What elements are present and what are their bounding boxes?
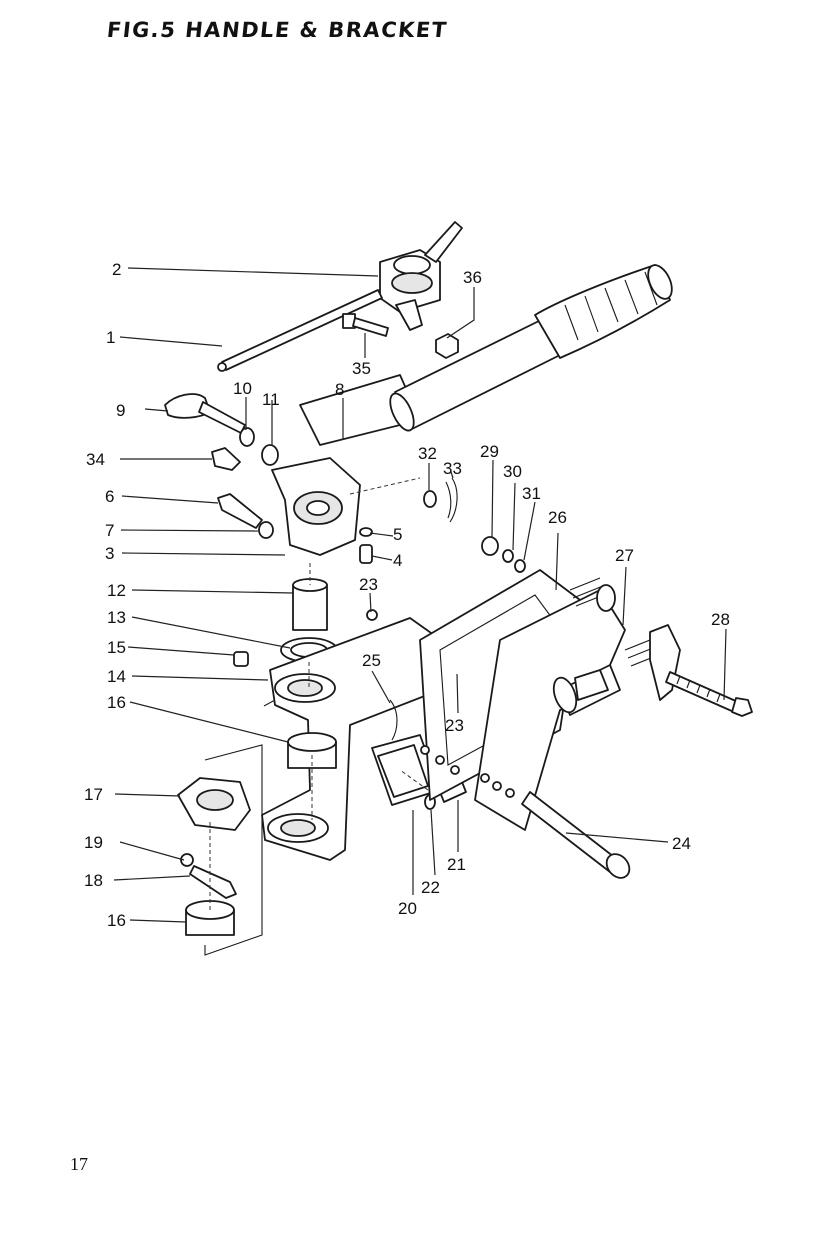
callout-2: 2 (112, 260, 121, 279)
callout-19: 19 (84, 833, 103, 852)
washer-32 (424, 491, 436, 507)
page-number: 17 (70, 1154, 88, 1175)
grease-nipple-23 (367, 610, 377, 620)
tiller-handle-tube (300, 261, 677, 445)
washer-31 (515, 560, 525, 572)
callout-7: 7 (105, 521, 114, 540)
callout-29: 29 (480, 442, 499, 461)
callout-23-lower: 23 (445, 716, 464, 735)
callout-28: 28 (711, 610, 730, 629)
callout-35: 35 (352, 359, 371, 378)
callout-6: 6 (105, 487, 114, 506)
steering-clamp (178, 778, 250, 830)
callout-16: 16 (107, 693, 126, 712)
washer-11 (262, 445, 278, 465)
bolt-34 (212, 448, 240, 470)
callout-21: 21 (447, 855, 466, 874)
callout-11: 11 (262, 390, 280, 409)
callout-14: 14 (107, 667, 126, 686)
callout-17: 17 (84, 785, 103, 804)
bolt-6 (218, 494, 262, 528)
callout-33: 33 (443, 459, 462, 478)
plug-15 (234, 652, 248, 666)
clamp-pad (597, 585, 615, 611)
bolt-18 (190, 866, 236, 898)
callout-31: 31 (522, 484, 541, 503)
tilt-bolt (666, 672, 752, 716)
callout-22: 22 (421, 878, 440, 897)
callout-24: 24 (672, 834, 691, 853)
washer-30 (503, 550, 513, 562)
callout-10: 10 (233, 379, 252, 398)
throttle-housing (380, 222, 462, 330)
callout-27: 27 (615, 546, 634, 565)
callout-25: 25 (362, 651, 381, 670)
callout-15: 15 (107, 638, 126, 657)
callout-12: 12 (107, 581, 126, 600)
callout-5: 5 (393, 525, 402, 544)
wing-bolt (165, 394, 245, 433)
callout-16-lower: 16 (107, 911, 126, 930)
callout-36: 36 (463, 268, 482, 287)
callout-4: 4 (393, 551, 402, 570)
callout-3: 3 (105, 544, 114, 563)
handle-bracket-casting (272, 458, 360, 555)
bushing-29 (482, 537, 498, 555)
callout-1: 1 (106, 328, 115, 347)
callout-8: 8 (335, 380, 344, 399)
callout-32: 32 (418, 444, 437, 463)
callout-26: 26 (548, 508, 567, 527)
washer-5 (360, 528, 372, 536)
bolt-35-shank (353, 318, 388, 336)
callout-34: 34 (86, 450, 105, 469)
washer-10 (240, 428, 254, 446)
callout-18: 18 (84, 871, 103, 890)
callout-numbers: 1 2 3 4 5 6 7 8 9 10 11 12 13 14 15 16 1… (84, 260, 730, 930)
callout-30: 30 (503, 462, 522, 481)
callout-23: 23 (359, 575, 378, 594)
washer-7 (259, 522, 273, 538)
callout-13: 13 (107, 608, 126, 627)
pin-4 (360, 545, 372, 563)
clamp-handle (650, 625, 680, 700)
callout-9: 9 (116, 401, 125, 420)
callout-20: 20 (398, 899, 417, 918)
clip-33 (446, 478, 457, 522)
